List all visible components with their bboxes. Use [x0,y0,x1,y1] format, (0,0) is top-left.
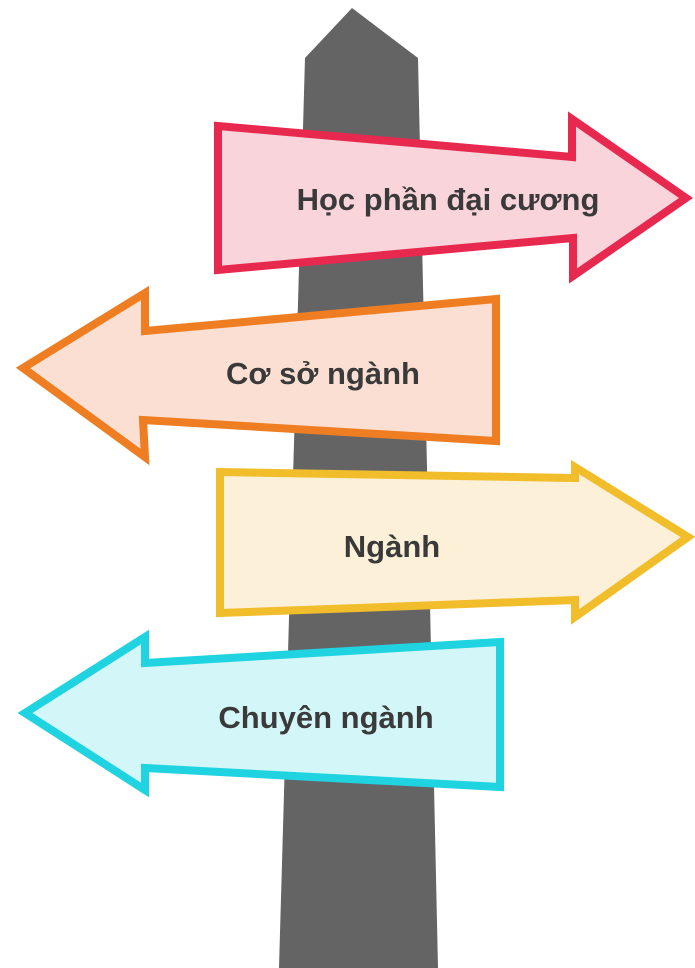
sign-label-chuyen-nganh: Chuyên ngành [218,700,433,735]
sign-chuyen-nganh: Chuyên ngành [17,629,504,798]
arrow-right-shape [214,111,694,284]
sign-hoc-phan-dai-cuong: Học phần đại cương [214,111,694,284]
sign-nganh: Ngành [216,459,695,625]
arrow-right-shape [216,459,695,625]
sign-co-so-nganh: Cơ sở ngành [15,285,500,466]
sign-label-nganh: Ngành [344,529,440,564]
arrow-left-shape [17,629,504,798]
arrow-left-shape [15,285,500,466]
sign-label-co-so-nganh: Cơ sở ngành [226,356,420,391]
sign-label-hoc-phan-dai-cuong: Học phần đại cương [297,182,600,217]
